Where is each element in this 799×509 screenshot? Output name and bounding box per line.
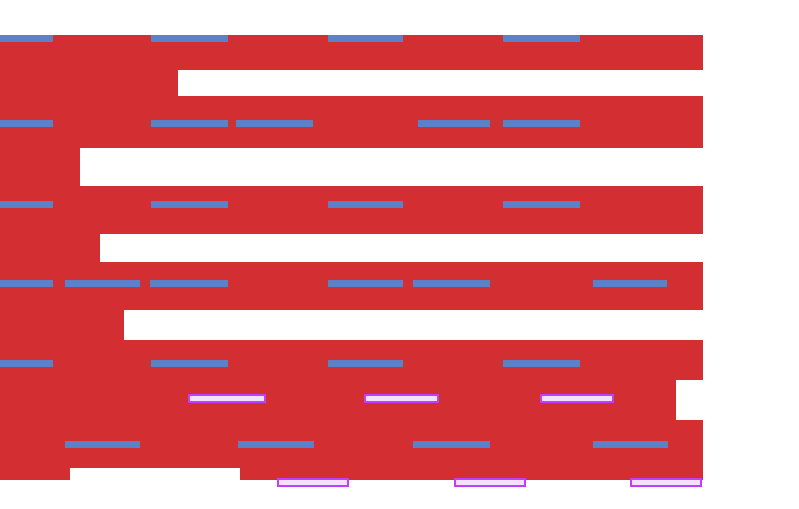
content-block-13 (240, 468, 703, 480)
text-line-r2-c3 (236, 120, 313, 127)
text-line-r6-c1 (65, 441, 140, 448)
content-block-6 (0, 234, 100, 262)
text-line-r5-c2 (151, 360, 228, 367)
text-line-r3-c1 (0, 201, 53, 208)
link-line-r2-c2[interactable] (454, 478, 526, 487)
text-line-r6-c4 (593, 441, 668, 448)
content-block-8 (0, 310, 124, 340)
text-line-r1-c1 (0, 35, 53, 42)
text-line-r4-c6 (593, 280, 667, 287)
text-line-r5-c1 (0, 360, 53, 367)
text-line-r3-c2 (151, 201, 228, 208)
content-block-2 (0, 70, 178, 96)
content-block-12 (0, 468, 70, 480)
text-line-r6-c3 (413, 441, 490, 448)
text-line-r6-c2 (238, 441, 314, 448)
link-line-r1-c2[interactable] (364, 394, 439, 403)
content-block-4 (0, 148, 80, 186)
text-line-r4-c5 (413, 280, 490, 287)
text-line-r1-c3 (328, 35, 403, 42)
text-line-r1-c4 (503, 35, 580, 42)
content-block-3 (0, 96, 703, 148)
link-line-r1-c1[interactable] (188, 394, 266, 403)
text-line-r4-c4 (328, 280, 403, 287)
text-line-r4-c1 (0, 280, 53, 287)
text-line-r3-c3 (328, 201, 403, 208)
link-line-r1-c3[interactable] (540, 394, 614, 403)
text-line-r4-c2 (65, 280, 140, 287)
text-line-r5-c4 (503, 360, 580, 367)
text-line-r2-c1 (0, 120, 53, 127)
text-line-r2-c4 (418, 120, 490, 127)
text-line-r1-c2 (151, 35, 228, 42)
text-line-r2-c2 (151, 120, 228, 127)
text-line-r5-c3 (328, 360, 403, 367)
text-line-r4-c3 (150, 280, 228, 287)
link-line-r2-c3[interactable] (630, 478, 702, 487)
content-block-5 (0, 186, 703, 234)
text-line-r2-c5 (503, 120, 580, 127)
text-line-r3-c4 (503, 201, 580, 208)
link-line-r2-c1[interactable] (277, 478, 349, 487)
